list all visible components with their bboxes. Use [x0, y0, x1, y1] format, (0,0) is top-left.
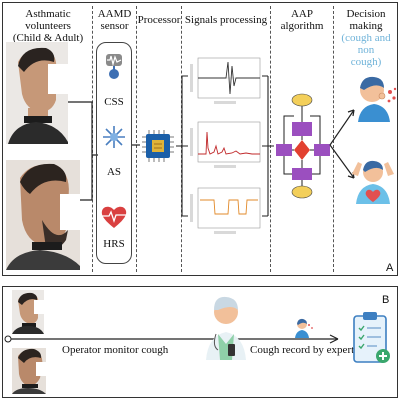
processor-chip-icon	[142, 130, 174, 162]
header-processor-text: Processor	[137, 14, 181, 26]
header-signals-text: Signals processing	[184, 14, 268, 26]
panel-b-photo-child	[12, 290, 44, 334]
signal-plot-css	[190, 57, 261, 104]
arrow-signals-to-aap	[262, 75, 274, 217]
panel-letter-b: B	[382, 294, 390, 306]
header-aamd-line1: AAMD	[97, 8, 132, 20]
panel-b-face-mask-child	[34, 300, 44, 314]
expert-record-label: Cough record by expert	[250, 344, 355, 356]
accelerometer-icon	[103, 126, 125, 148]
header-decision-line1: Decision	[346, 8, 386, 20]
sensor-label-hrs: HRS	[103, 238, 125, 250]
timeline-arrow	[4, 334, 339, 344]
volunteer-connector	[68, 101, 98, 201]
header-aap-line2: algorithm	[280, 20, 324, 32]
operator-monitor-label: Operator monitor cough	[62, 344, 169, 356]
aap-flowchart	[276, 93, 330, 199]
microphone-wave-icon	[106, 54, 122, 79]
clipboard-report-icon	[353, 312, 390, 363]
header-decision-line2: making	[349, 20, 383, 32]
signal-plot-as	[190, 121, 261, 168]
arrow-sensor-to-processor	[132, 144, 140, 146]
decision-arrows	[329, 109, 355, 179]
sensor-label-as: AS	[106, 166, 122, 178]
header-processor: Processor	[137, 14, 181, 26]
volunteer-photo-adult	[6, 160, 80, 270]
panel-a	[2, 2, 398, 276]
arrow-processor-to-signals	[176, 75, 188, 217]
header-decision-line3: (cough and non	[341, 32, 391, 56]
doctor-icon	[206, 296, 246, 360]
panel-b	[2, 286, 398, 398]
panel-b-face-mask-adult	[36, 362, 46, 376]
panel-b-photo-adult	[12, 348, 46, 394]
header-aamd-line2: sensor	[100, 20, 129, 32]
divider-2	[136, 6, 137, 272]
sensor-column	[96, 42, 132, 264]
header-volunteers: Asthmatic volunteers (Child & Adult)	[4, 8, 92, 44]
volunteer-photo-child	[6, 42, 68, 144]
header-aamd: AAMD sensor	[93, 8, 136, 32]
signal-plot-hrs	[190, 187, 261, 234]
header-decision-line4: cough)	[350, 56, 382, 68]
healthy-person-icon	[352, 160, 394, 204]
header-decision: Decision making (cough and non cough)	[334, 8, 398, 68]
coughing-person-icon	[358, 76, 397, 122]
divider-4	[270, 6, 271, 272]
header-aap-line1: AAP	[290, 8, 313, 20]
header-volunteers-line1: Asthmatic volunteers	[25, 8, 71, 32]
header-aap: AAP algorithm	[271, 8, 333, 32]
panel-letter-a: A	[386, 262, 394, 274]
small-coughing-person-icon	[295, 318, 313, 338]
face-mask-child	[48, 64, 68, 94]
face-mask-adult	[60, 194, 80, 230]
header-volunteers-line2: (Child & Adult)	[12, 32, 84, 44]
heart-rate-icon	[101, 206, 127, 228]
sensor-label-css: CSS	[104, 96, 124, 108]
header-signals: Signals processing	[182, 14, 270, 26]
